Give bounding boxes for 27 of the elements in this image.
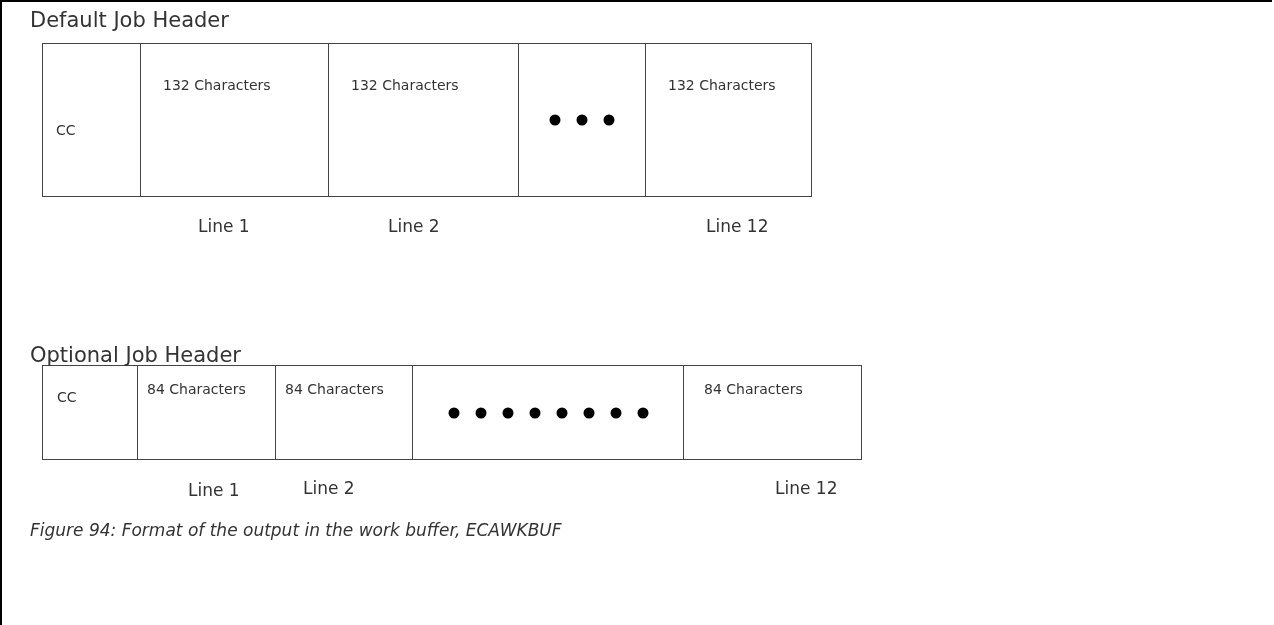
field-text: 132 Characters [351,76,460,95]
buffer-field [137,365,276,460]
line-label: Line 1 [188,480,240,500]
buffer-field [42,43,141,197]
line-label: Line 2 [388,216,440,236]
field-text: CC [57,388,78,407]
field-text: CC [56,121,77,140]
field-text: 132 Characters [163,76,272,95]
section-title: Default Job Header [30,8,229,32]
buffer-field [140,43,329,197]
section-title: Optional Job Header [30,343,241,367]
line-label: Line 1 [198,216,250,236]
buffer-field [328,43,519,197]
field-text: 84 Characters [285,380,385,399]
ellipsis-field [412,365,684,460]
buffer-field [42,365,138,460]
line-label: Line 12 [706,216,769,236]
buffer-field [645,43,812,197]
field-text: 84 Characters [704,380,804,399]
field-text: 84 Characters [147,380,247,399]
line-label: Line 12 [775,478,838,498]
figure-caption: Figure 94: Format of the output in the work buffer, ECAWKBUF [30,520,562,540]
buffer-field [275,365,413,460]
buffer-field [683,365,862,460]
line-label: Line 2 [303,478,355,498]
ellipsis-field [518,43,646,197]
field-text: 132 Characters [668,76,777,95]
